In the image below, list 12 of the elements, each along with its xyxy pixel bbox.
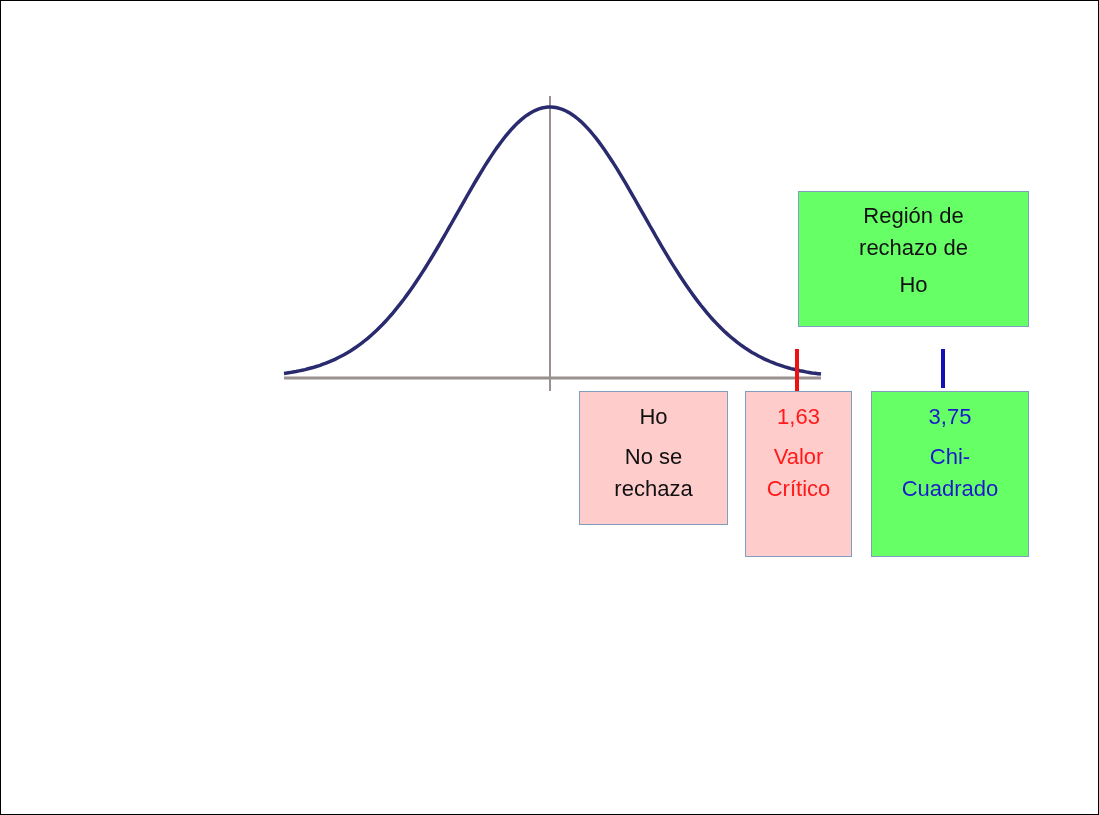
box-text: Región de rechazo de <box>858 202 969 262</box>
text-box <box>871 391 1029 557</box>
text-box <box>745 391 852 557</box>
box-text: No se rechaza <box>613 443 694 503</box>
text-box <box>798 191 1029 327</box>
box-text: 3,75 <box>928 403 972 431</box>
box-text: 1,63 <box>777 403 820 431</box>
text-box <box>579 391 728 525</box>
box-text: Ho <box>639 403 668 431</box>
box-text: Valor Crítico <box>765 443 832 503</box>
box-text: Ho <box>899 271 928 299</box>
box-text: Chi-Cuadrado <box>900 443 1000 503</box>
